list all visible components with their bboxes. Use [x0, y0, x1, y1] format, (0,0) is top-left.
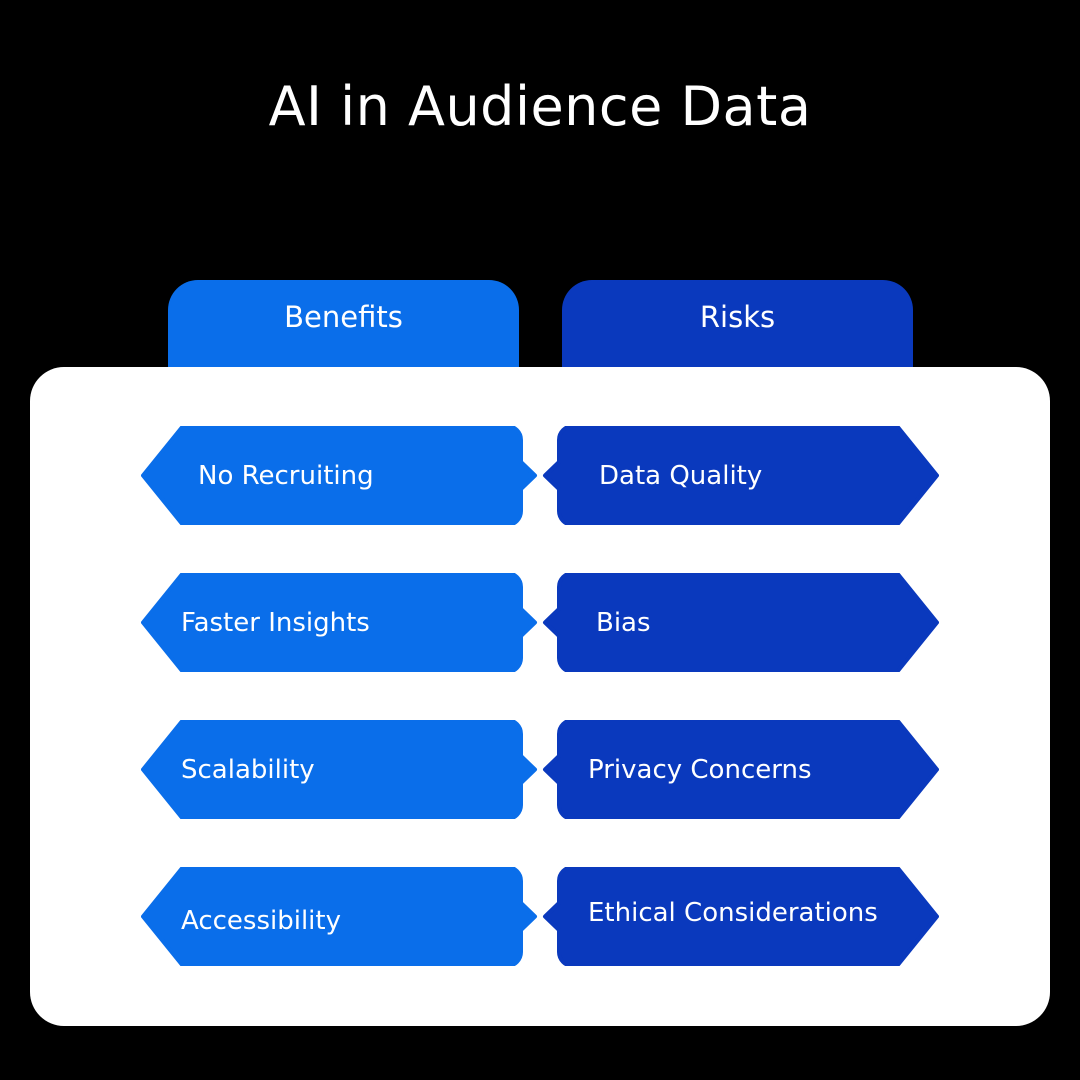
benefit-label: Accessibility — [181, 905, 341, 936]
risk-label: Ethical Considerations — [588, 897, 878, 928]
benefit-label: Scalability — [181, 754, 315, 785]
benefit-item-no-recruiting: No Recruiting — [141, 426, 538, 525]
benefit-item-scalability: Scalability — [141, 720, 538, 819]
benefit-tag-shape — [141, 426, 537, 525]
risk-label: Privacy Concerns — [588, 754, 812, 785]
benefit-tag-shape — [141, 867, 537, 966]
benefit-tag-shape — [141, 573, 537, 672]
risk-label: Data Quality — [599, 460, 763, 491]
benefit-item-accessibility: Accessibility — [141, 867, 538, 966]
risk-item-privacy-concerns: Privacy Concerns — [542, 720, 939, 819]
benefit-label: No Recruiting — [198, 460, 374, 491]
benefit-item-faster-insights: Faster Insights — [141, 573, 538, 672]
benefit-label: Faster Insights — [181, 607, 370, 638]
page-title: AI in Audience Data — [268, 75, 812, 138]
risk-item-ethical-considerations: Ethical Considerations — [542, 867, 939, 966]
risk-item-data-quality: Data Quality — [542, 426, 939, 525]
benefit-tag-shape — [141, 720, 537, 819]
risk-label: Bias — [596, 607, 651, 638]
risk-item-bias: Bias — [542, 573, 939, 672]
